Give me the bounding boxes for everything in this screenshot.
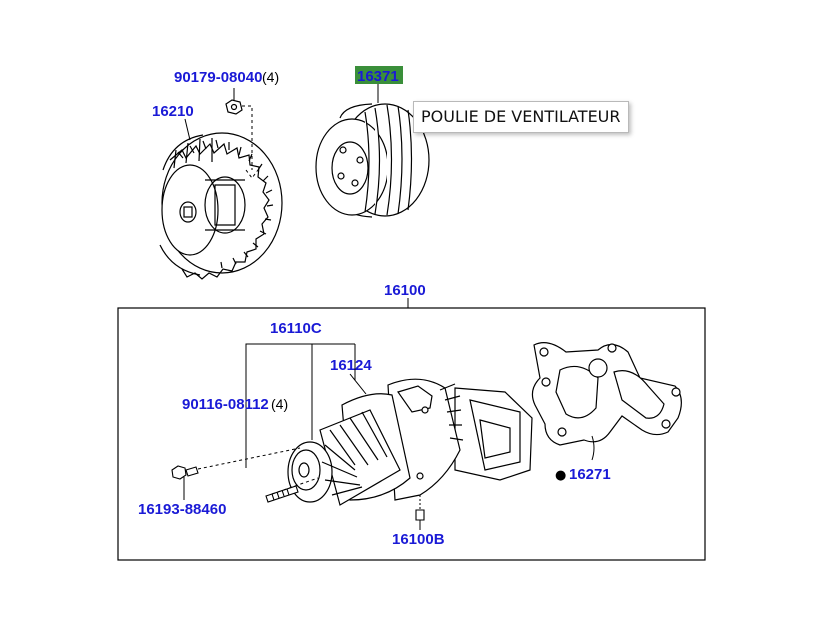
part-label-16371[interactable]: 16371: [357, 68, 399, 85]
part-label-16124[interactable]: 16124: [330, 357, 372, 374]
water-pump-drawing: [287, 378, 533, 506]
stud-bolt-drawing: [265, 485, 299, 503]
leader-16110c: [245, 343, 356, 460]
part-tooltip-text: POULIE DE VENTILATEUR: [421, 107, 621, 126]
part-label-90116-08112[interactable]: 90116-08112: [182, 396, 269, 413]
part-label-16210[interactable]: 16210: [152, 103, 194, 120]
part-label-16271[interactable]: 16271: [569, 466, 611, 483]
part-label-16100b[interactable]: 16100B: [392, 531, 445, 548]
fan-pulley-highlight: [355, 66, 403, 84]
gasket-drawing: [531, 342, 682, 446]
part-qty-90116-08112: (4): [271, 396, 288, 412]
clutch-nut-drawing: [225, 99, 243, 115]
part-label-90179-08040[interactable]: 90179-08040: [174, 69, 262, 86]
part-qty-90179-08040: (4): [262, 69, 279, 85]
water-pump-assembly-frame: [117, 307, 706, 561]
part-label-16193-88460[interactable]: 16193-88460: [138, 501, 226, 518]
bolt-drawing: [171, 465, 199, 480]
fan-clutch-drawing: [159, 132, 283, 280]
part-label-16100[interactable]: 16100: [384, 282, 426, 299]
new-part-bullet: ●: [555, 468, 566, 483]
part-label-16110c[interactable]: 16110C: [270, 320, 322, 337]
fan-pulley-drawing: [315, 103, 430, 218]
plug-drawing: [415, 509, 425, 521]
part-tooltip: POULIE DE VENTILATEUR: [413, 101, 629, 133]
